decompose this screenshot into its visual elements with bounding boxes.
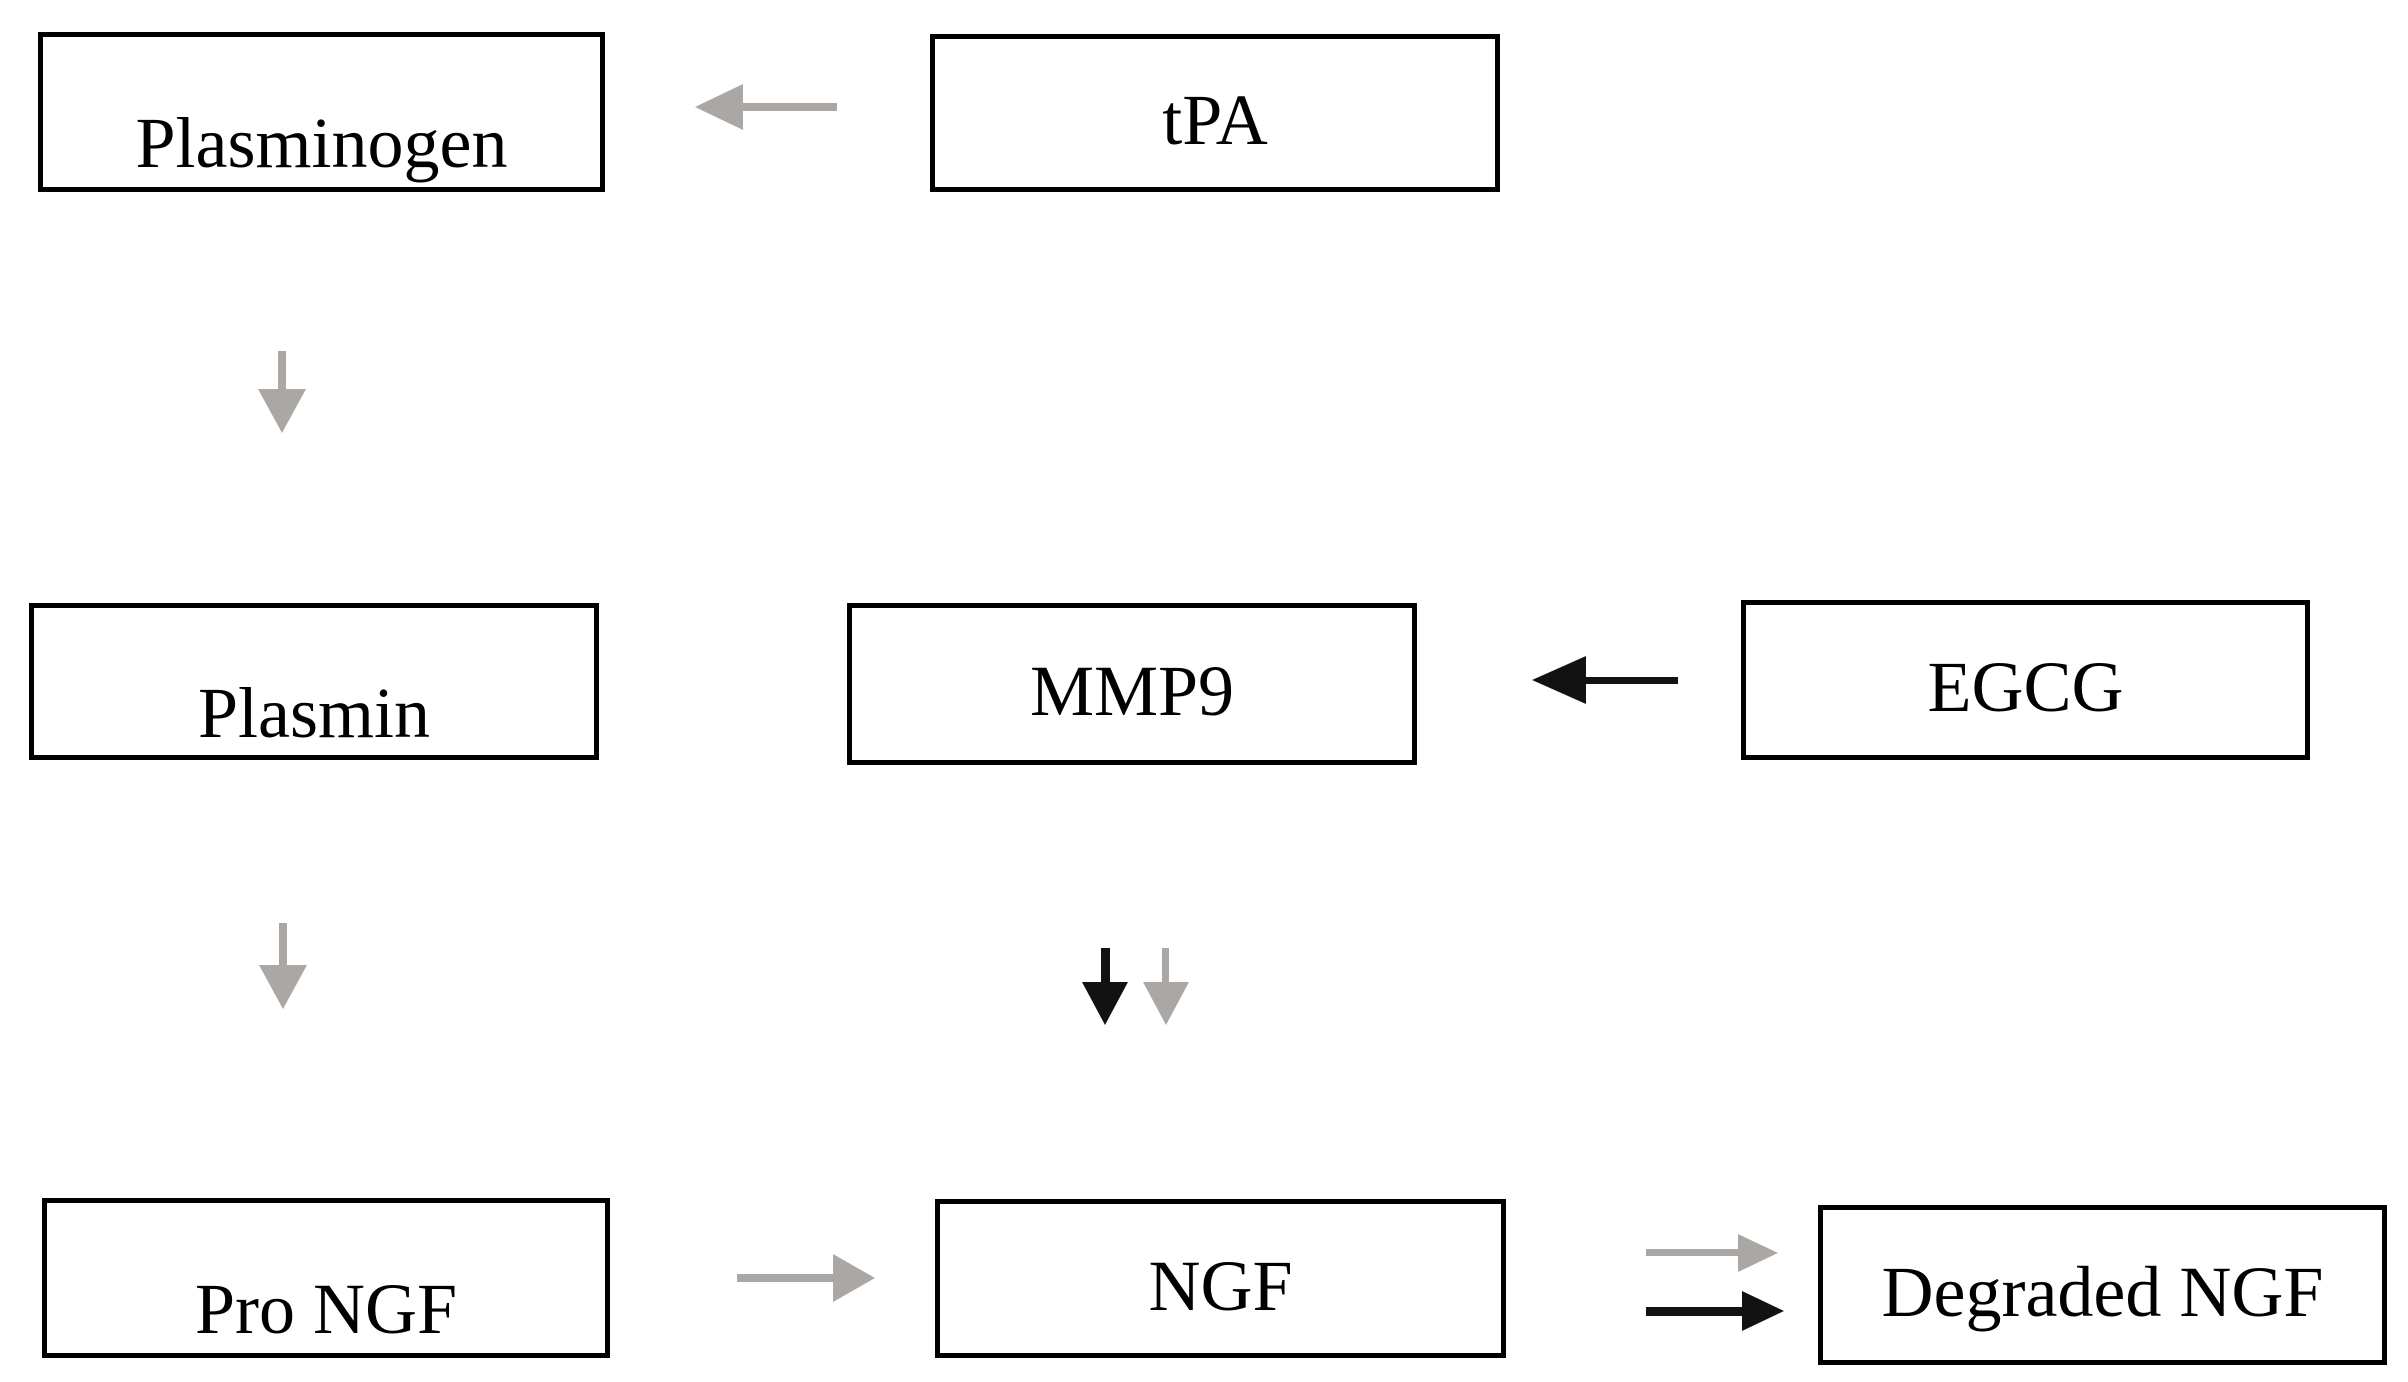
arrow-shaft	[1578, 677, 1678, 684]
node-mmp9: MMP9	[847, 603, 1417, 765]
node-pro-ngf: Pro NGF	[42, 1198, 610, 1358]
arrow-head-icon	[258, 389, 306, 433]
node-tpa: tPA	[930, 34, 1500, 192]
arrow-head-icon	[1082, 982, 1128, 1025]
arrow-head-icon	[833, 1254, 875, 1302]
arrow-shaft	[279, 923, 287, 969]
arrow-head-icon	[1738, 1234, 1778, 1272]
node-degraded-ngf: Degraded NGF	[1818, 1205, 2387, 1365]
arrow-shaft	[278, 351, 286, 393]
arrow-shaft	[1162, 948, 1169, 985]
arrow-shaft	[1646, 1307, 1748, 1316]
arrow-tpa-to-plasminogen	[695, 84, 837, 130]
arrow-head-icon	[259, 965, 307, 1009]
arrow-plasmin-to-pro-ngf	[259, 923, 307, 1009]
node-plasmin: Plasmin	[29, 603, 599, 760]
arrow-mmp9-to-ngf-black	[1082, 948, 1128, 1025]
arrow-head-icon	[1742, 1291, 1784, 1331]
arrow-head-icon	[1143, 982, 1189, 1025]
arrow-shaft	[737, 1274, 839, 1282]
node-egcg: EGCG	[1741, 600, 2310, 760]
arrow-pro-ngf-to-ngf	[737, 1254, 875, 1302]
arrow-shaft	[1646, 1249, 1742, 1256]
node-ngf: NGF	[935, 1199, 1506, 1358]
arrow-plasminogen-to-plasmin	[258, 351, 306, 433]
arrow-ngf-to-degraded-ngf-black	[1646, 1291, 1784, 1331]
arrow-ngf-to-degraded-ngf-gray	[1646, 1234, 1778, 1272]
arrow-head-icon	[1532, 656, 1586, 704]
arrow-mmp9-to-ngf-gray	[1143, 948, 1189, 1025]
arrow-shaft	[1101, 948, 1110, 985]
arrow-shaft	[735, 103, 837, 111]
node-plasminogen: Plasminogen	[38, 32, 605, 192]
arrow-egcg-to-mmp9	[1532, 656, 1678, 704]
